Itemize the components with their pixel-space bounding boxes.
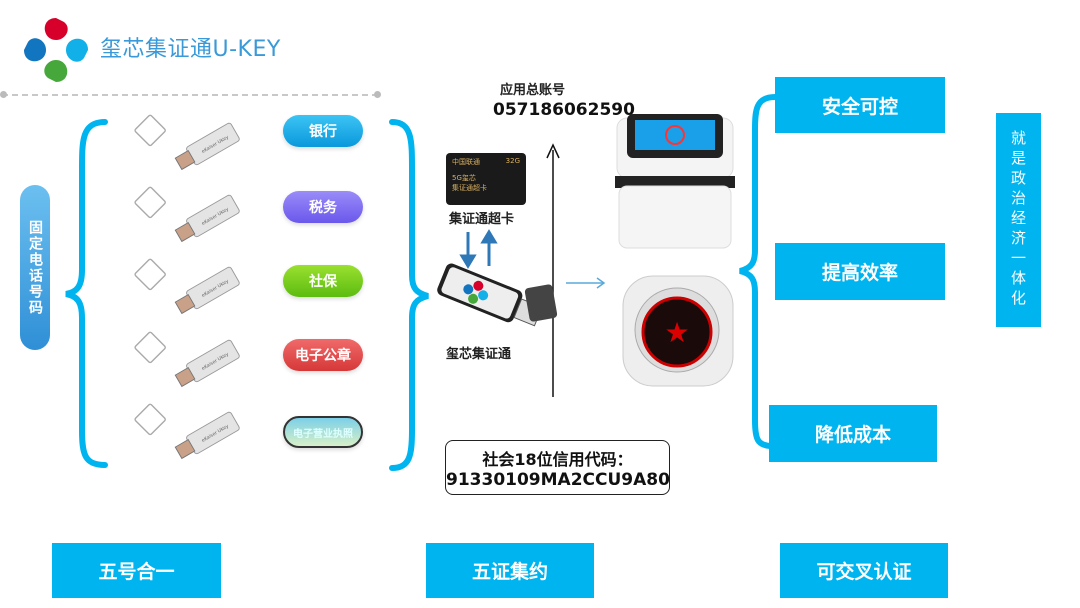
sim-line2: 集证通超卡 xyxy=(452,184,487,192)
pill-social-security: 社保 xyxy=(283,265,363,297)
left-brace xyxy=(65,119,108,468)
usb-key-icon xyxy=(133,330,241,391)
right-brace xyxy=(739,94,778,449)
usb-key-icon xyxy=(133,113,241,174)
seal-machine-icon xyxy=(615,114,735,249)
bottom-five-certificates: 五证集约 xyxy=(426,543,594,598)
pill-e-seal: 电子公章 xyxy=(283,339,363,371)
bottom-five-numbers: 五号合一 xyxy=(52,543,221,598)
ukey-device-icon xyxy=(437,263,558,327)
middle-brace xyxy=(389,119,429,471)
credit-code-value: 91330109MA2CCU9A80 xyxy=(446,470,670,490)
sim-card-label: 集证通超卡 xyxy=(449,212,515,227)
seal-stamp-icon: ★ xyxy=(622,275,734,387)
sim-card: 中国联通 32G 5G玺芯 集证通超卡 xyxy=(446,153,526,205)
sim-line1: 5G玺芯 xyxy=(452,174,476,182)
account-label: 应用总账号 xyxy=(500,83,566,98)
sim-capacity: 32G xyxy=(505,157,520,165)
slogan-vertical: 就是政治经济一体化 xyxy=(996,113,1041,327)
divider-dot xyxy=(374,91,381,98)
benefit-improve-efficiency: 提高效率 xyxy=(775,243,945,300)
pill-bank: 银行 xyxy=(283,115,363,147)
usb-key-icon xyxy=(133,402,241,463)
benefit-reduce-cost: 降低成本 xyxy=(769,405,937,462)
divider xyxy=(2,94,378,96)
up-arrow-head xyxy=(546,143,560,159)
benefit-secure-controllable: 安全可控 xyxy=(775,77,945,133)
credit-code-label: 社会18位信用代码： xyxy=(482,450,633,469)
sim-brand: 中国联通 xyxy=(452,158,480,166)
fixed-phone-label: 固定电话号码 xyxy=(20,185,50,350)
pill-tax: 税务 xyxy=(283,191,363,223)
divider-dot xyxy=(0,91,7,98)
app-title: 玺芯集证通U-KEY xyxy=(100,37,281,62)
svg-text:★: ★ xyxy=(664,316,689,349)
credit-code-box: 社会18位信用代码： 91330109MA2CCU9A80 xyxy=(445,440,670,495)
logo-icon xyxy=(24,18,88,82)
usb-key-icon xyxy=(133,185,241,246)
account-number: 057186062590 xyxy=(493,100,635,120)
bottom-cross-auth: 可交叉认证 xyxy=(780,543,948,598)
pill-e-license: 电子营业执照 xyxy=(283,416,363,448)
ukey-label: 玺芯集证通 xyxy=(446,347,512,362)
usb-key-icon xyxy=(133,257,241,318)
